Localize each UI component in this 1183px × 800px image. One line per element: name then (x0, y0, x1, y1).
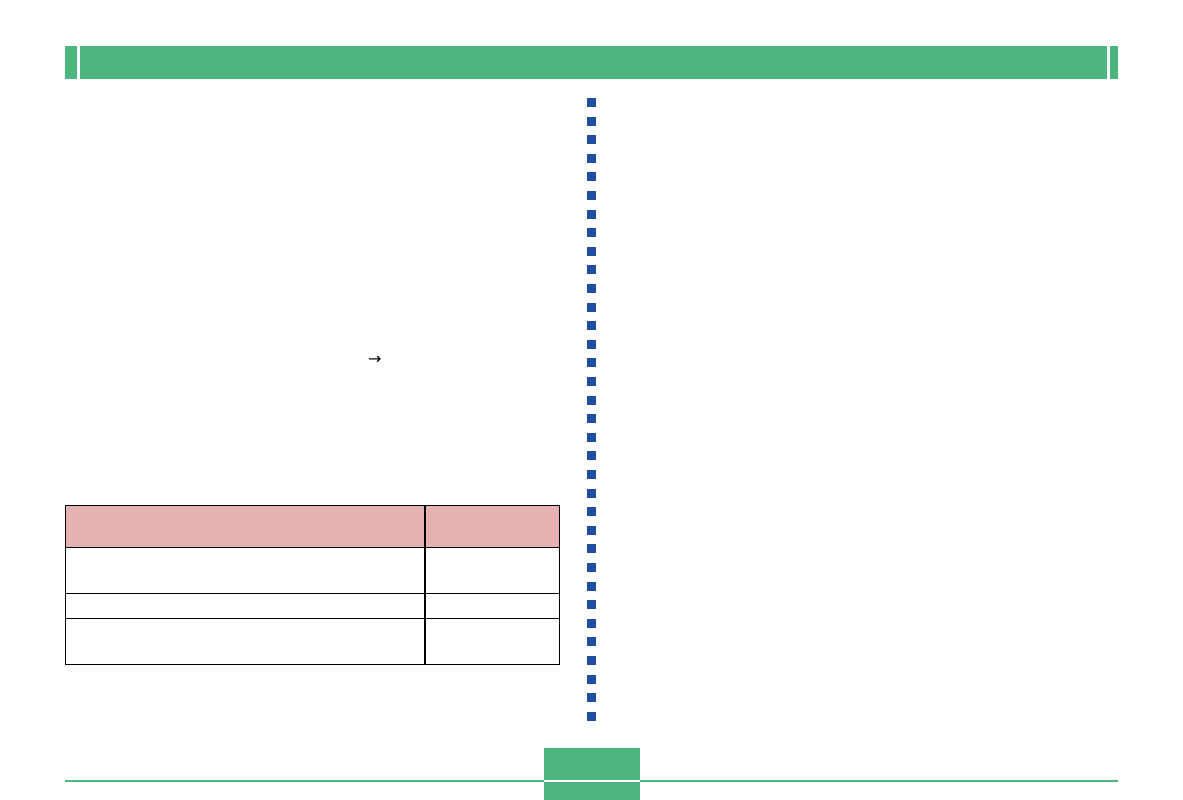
divider-dot (587, 210, 596, 219)
divider-dot (587, 191, 596, 200)
divider-dot (587, 712, 596, 721)
table-cell (65, 547, 426, 594)
divider-dot (587, 117, 596, 126)
divider-dot (587, 265, 596, 274)
divider-dot (587, 470, 596, 479)
divider-dot (587, 154, 596, 163)
table-cell (65, 592, 426, 620)
divider-dot (587, 321, 596, 330)
divider-dot (587, 433, 596, 442)
table-header-cell (65, 505, 426, 548)
divider-dot (587, 340, 596, 349)
divider-dot (587, 656, 596, 665)
divider-dot (587, 544, 596, 553)
divider-dot (587, 228, 596, 237)
divider-dot (587, 563, 596, 572)
table-row (65, 618, 560, 665)
divider-dot (587, 284, 596, 293)
table-cell (65, 618, 426, 665)
arrow-right-icon: → (368, 349, 382, 368)
divider-dot (587, 98, 596, 107)
header-bar (65, 46, 1118, 79)
divider-dot (587, 637, 596, 646)
table-header-row (65, 505, 560, 548)
table-cell (424, 547, 560, 594)
divider-dot (587, 247, 596, 256)
divider-dot (587, 377, 596, 386)
table-row (65, 547, 560, 594)
divider-dot (587, 172, 596, 181)
divider-dot (587, 451, 596, 460)
header-left-tick (77, 46, 80, 79)
divider-dot (587, 507, 596, 516)
divider-dot (587, 675, 596, 684)
divider-dot (587, 358, 596, 367)
table-cell (424, 618, 560, 665)
divider-dot (587, 396, 596, 405)
divider-dot (587, 693, 596, 702)
table-row (65, 592, 560, 620)
divider-dot (587, 135, 596, 144)
header-right-tick (1107, 46, 1110, 79)
spec-table (65, 505, 560, 665)
divider-dot (587, 414, 596, 423)
divider-dot (587, 600, 596, 609)
table-cell (424, 592, 560, 620)
page-number-tab (544, 748, 640, 800)
divider-dot (587, 582, 596, 591)
page-tab-divider (544, 780, 640, 782)
divider-dot (587, 619, 596, 628)
table-header-cell (424, 505, 560, 548)
divider-dot (587, 489, 596, 498)
divider-dot (587, 303, 596, 312)
divider-dot (587, 526, 596, 535)
